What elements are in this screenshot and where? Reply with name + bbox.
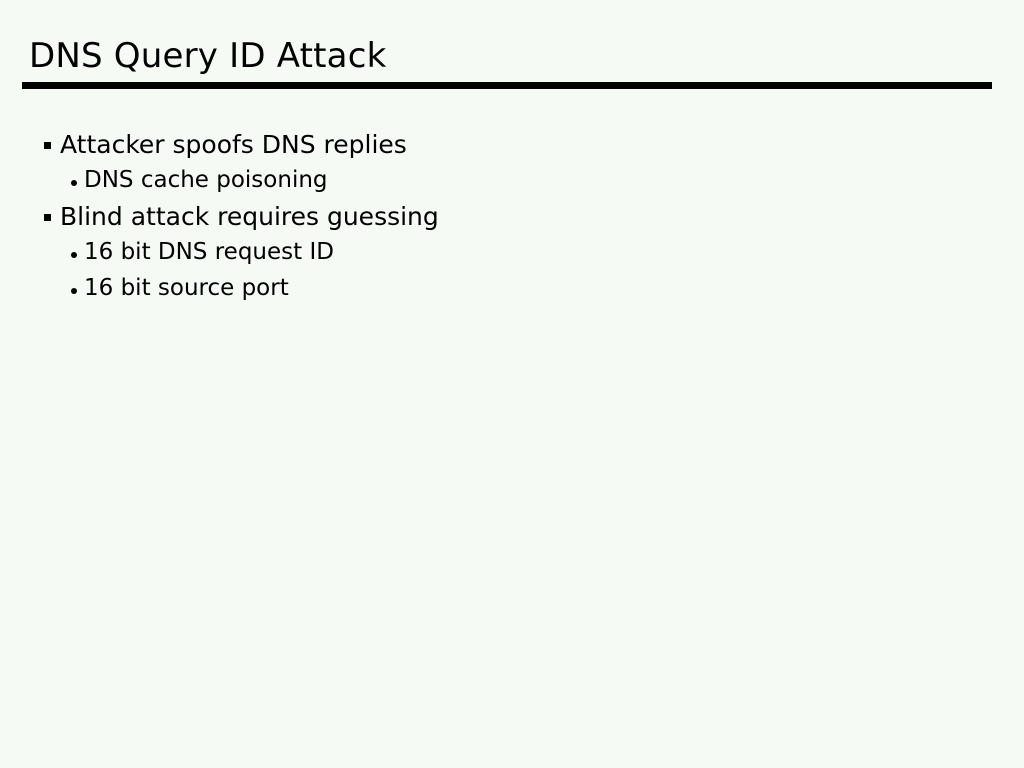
round-bullet-icon xyxy=(71,180,77,186)
list-item-label: 16 bit DNS request ID xyxy=(84,239,334,265)
list-item: 16 bit DNS request ID xyxy=(0,236,1024,272)
list-item-label: Blind attack requires guessing xyxy=(60,202,439,231)
list-item-label: Attacker spoofs DNS replies xyxy=(60,130,407,159)
list-item: Blind attack requires guessing xyxy=(0,200,1024,236)
round-bullet-icon xyxy=(71,252,77,258)
square-bullet-icon xyxy=(44,142,51,149)
square-bullet-icon xyxy=(44,214,51,221)
page-title: DNS Query ID Attack xyxy=(29,36,387,76)
list-item-label: DNS cache poisoning xyxy=(84,167,328,193)
list-item: Attacker spoofs DNS replies xyxy=(0,128,1024,164)
list-item: DNS cache poisoning xyxy=(0,164,1024,200)
list-item: 16 bit source port xyxy=(0,272,1024,308)
list-item-label: 16 bit source port xyxy=(84,275,289,301)
title-underline-rule xyxy=(22,82,992,89)
round-bullet-icon xyxy=(71,288,77,294)
